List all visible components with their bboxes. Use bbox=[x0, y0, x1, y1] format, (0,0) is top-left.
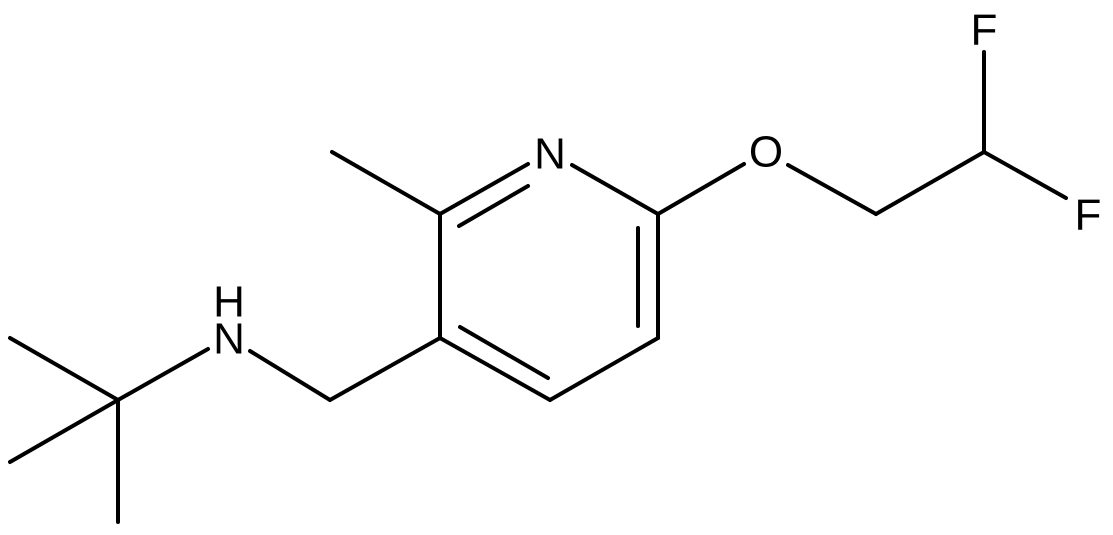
bond-chf2-f-right bbox=[982, 150, 1068, 200]
bond-ch2-chf2 bbox=[874, 150, 986, 216]
bond-tbu-c-nh bbox=[116, 347, 210, 402]
atom-label-f-right: F bbox=[1075, 191, 1102, 240]
bond-ring-c4-c3 bbox=[438, 336, 552, 402]
bond-o-ch2 bbox=[786, 163, 878, 216]
atom-label-o-ether: O bbox=[749, 128, 783, 177]
bond-ring-c4-c3-double bbox=[458, 325, 550, 380]
bond-ring-c2-n1-double bbox=[457, 184, 530, 228]
bond-ch2-ring-c3 bbox=[328, 336, 442, 402]
bond-ring-c5-c4 bbox=[548, 336, 660, 402]
bond-ring-n1-c6 bbox=[570, 163, 660, 216]
bond-c2-methyl bbox=[330, 150, 442, 216]
atom-label-h-amine: H bbox=[213, 278, 245, 327]
bond-ring-c2-n1 bbox=[438, 162, 530, 216]
atom-label-n-ring: N bbox=[534, 130, 566, 179]
atom-label-f-top: F bbox=[971, 6, 998, 55]
atom-label-n-amine: N bbox=[213, 315, 245, 364]
bond-tbu-c-methyl-upper-left bbox=[8, 336, 120, 402]
bond-tbu-c-methyl-lower-left bbox=[8, 398, 120, 464]
bond-nh-ch2 bbox=[248, 349, 332, 402]
bond-c6-o bbox=[656, 162, 746, 216]
